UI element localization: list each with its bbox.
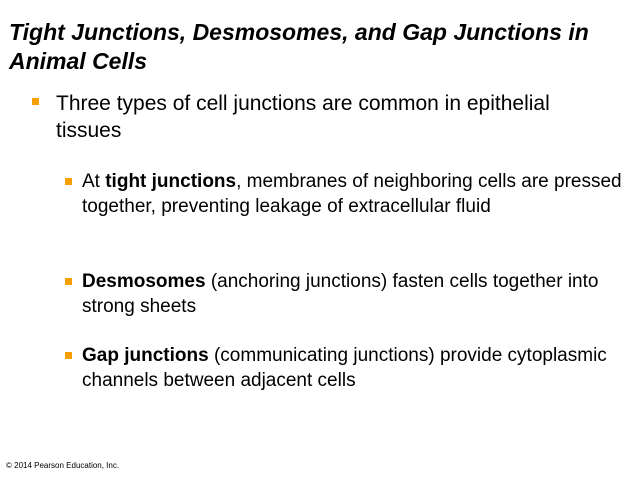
sub-bullet-text: (anchoring junctions) fasten cells toget…: [82, 271, 599, 317]
sub-bullet-text: , membranes of neighboring cells are pre…: [82, 171, 622, 217]
square-bullet-icon: [65, 278, 72, 285]
square-bullet-icon: [65, 352, 72, 359]
sub-bullet-term: Gap junctions: [82, 345, 209, 366]
bullet-main: Three types of cell junctions are common…: [56, 92, 550, 142]
sub-bullet-text: (communicating junctions) provide cytopl…: [82, 345, 607, 391]
square-bullet-icon: [65, 178, 72, 185]
sub-bullet-term: Desmosomes: [82, 271, 206, 292]
copyright-footer: © 2014 Pearson Education, Inc.: [6, 461, 120, 470]
sub-bullet-gap-junctions: Gap junctions (communicating junctions) …: [82, 343, 622, 393]
sub-bullet-desmosomes: Desmosomes (anchoring junctions) fasten …: [82, 269, 622, 319]
sub-bullet-prefix: At: [82, 171, 106, 192]
sub-bullet-tight-junctions: At tight junctions, membranes of neighbo…: [82, 169, 622, 219]
sub-bullet-term: tight junctions: [105, 171, 237, 192]
slide-title: Tight Junctions, Desmosomes, and Gap Jun…: [9, 19, 589, 74]
square-bullet-icon: [32, 98, 39, 105]
